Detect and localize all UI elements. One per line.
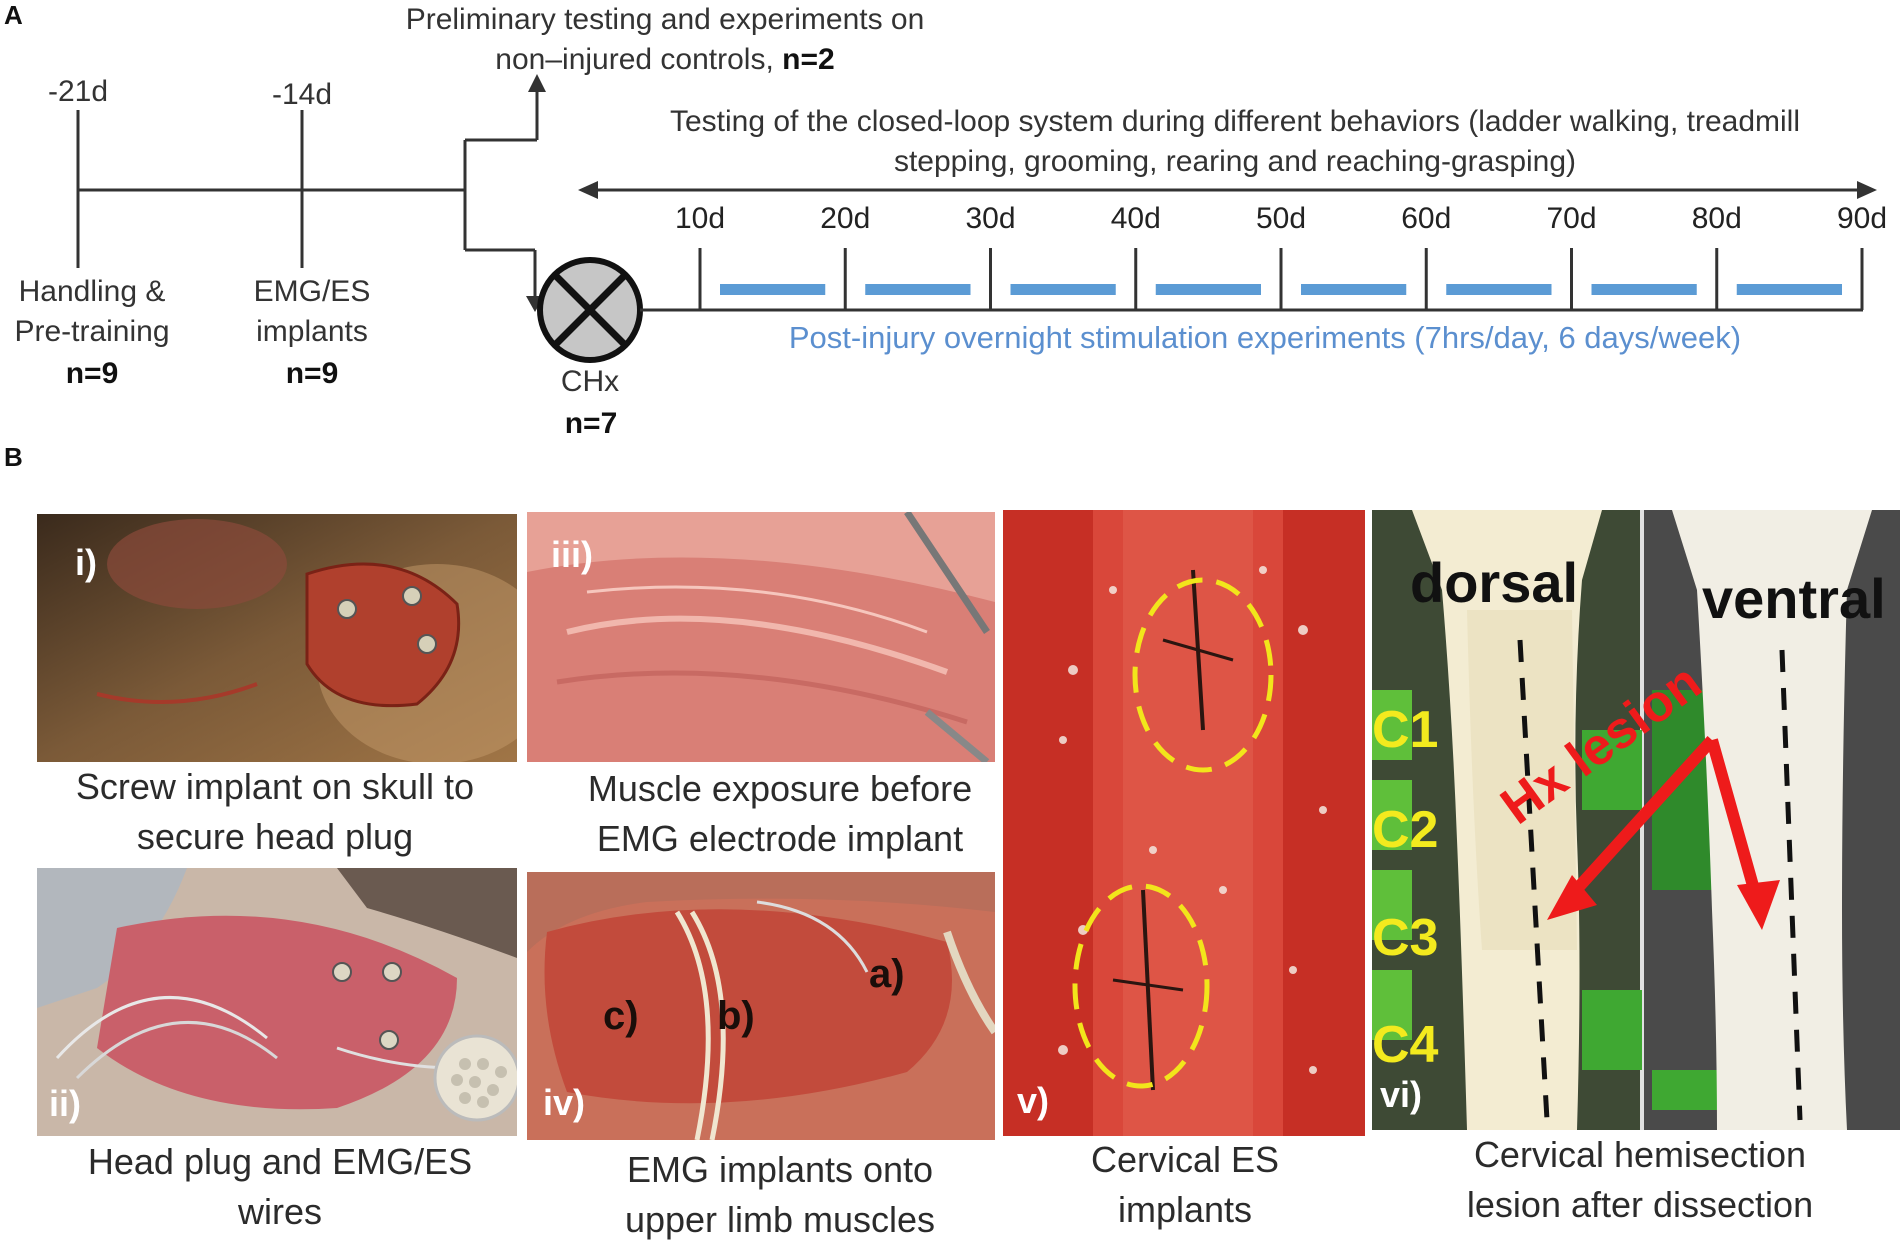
photo-tag-iii: iii) bbox=[551, 534, 593, 575]
stimulation-bar bbox=[1446, 284, 1552, 295]
stimulation-bar bbox=[865, 284, 971, 295]
stimulation-bar bbox=[1591, 284, 1697, 295]
implants-label-line1: EMG/ES bbox=[253, 275, 371, 308]
stimulation-bar bbox=[1010, 284, 1116, 295]
preliminary-line1: Preliminary testing and experiments on bbox=[405, 3, 925, 36]
caption-iv: EMG implants onto upper limb muscles bbox=[624, 1149, 936, 1240]
photo-skull-screws: i) bbox=[37, 514, 517, 762]
photo-tag-iv: iv) bbox=[543, 1082, 586, 1123]
stimulation-label: Post-injury overnight stimulation experi… bbox=[788, 320, 1742, 355]
implants-n: n=9 bbox=[285, 357, 339, 390]
photo-tag-ii: ii) bbox=[49, 1083, 81, 1124]
segment-label-c4: C4 bbox=[1372, 1016, 1439, 1074]
photo-tag-v: v) bbox=[1017, 1080, 1050, 1121]
handling-n: n=9 bbox=[65, 357, 119, 390]
testing-arrow-left-head bbox=[578, 181, 598, 199]
photo-cervical-es: v) bbox=[1003, 510, 1365, 1136]
injury-label: CHx bbox=[560, 365, 620, 398]
caption-vi: Cervical hemisection lesion after dissec… bbox=[1466, 1134, 1814, 1225]
timepoint-day-minus21: -21d bbox=[47, 75, 109, 108]
caption-iii: Muscle exposure before EMG electrode imp… bbox=[587, 768, 973, 859]
day-label: 20d bbox=[820, 202, 870, 235]
caption-i: Screw implant on skull to secure head pl… bbox=[75, 766, 475, 857]
view-label-ventral: ventral bbox=[1702, 567, 1886, 630]
stimulation-bar bbox=[720, 284, 826, 295]
segment-label-c2: C2 bbox=[1372, 801, 1439, 859]
photo-head-plug: ii) bbox=[37, 868, 517, 1136]
photo-emg-implants: iv) a) b) c) bbox=[527, 872, 995, 1140]
preliminary-n: n=2 bbox=[782, 43, 835, 76]
muscle-label-b: b) bbox=[717, 994, 755, 1038]
day-label: 30d bbox=[965, 202, 1015, 235]
timepoint-day-minus14: -14d bbox=[271, 78, 333, 111]
stimulation-bars bbox=[720, 284, 1842, 295]
testing-arrow-right-head bbox=[1857, 181, 1877, 199]
caption-ii: Head plug and EMG/ES wires bbox=[87, 1141, 473, 1232]
day-label: 60d bbox=[1401, 202, 1451, 235]
day-label: 50d bbox=[1256, 202, 1306, 235]
photo-tag-vi: vi) bbox=[1380, 1074, 1423, 1115]
view-label-dorsal: dorsal bbox=[1410, 551, 1579, 614]
stimulation-bar bbox=[1155, 284, 1261, 295]
muscle-label-c: c) bbox=[603, 994, 639, 1038]
stimulation-bar bbox=[1736, 284, 1842, 295]
panel-a-letter: A bbox=[4, 0, 23, 30]
day-label: 90d bbox=[1837, 202, 1887, 235]
segment-label-c3: C3 bbox=[1372, 909, 1439, 967]
segment-label-c1: C1 bbox=[1372, 701, 1439, 759]
photo-muscle-exposure: iii) bbox=[527, 512, 995, 762]
day-label: 70d bbox=[1546, 202, 1596, 235]
day-label: 40d bbox=[1111, 202, 1161, 235]
timeline-diagram: 10d 20d 30d 40d 50d 60d 70d 80d 90d bbox=[76, 74, 1887, 363]
photo-tag-i: i) bbox=[75, 542, 97, 583]
injury-symbol bbox=[537, 257, 643, 363]
testing-line2: stepping, grooming, rearing and reaching… bbox=[893, 145, 1577, 178]
handling-label-line1: Handling & bbox=[18, 275, 166, 308]
day-ticks: 10d 20d 30d 40d 50d 60d 70d 80d 90d bbox=[675, 202, 1887, 310]
day-label: 10d bbox=[675, 202, 725, 235]
day-label: 80d bbox=[1692, 202, 1742, 235]
panel-b-letter: B bbox=[4, 442, 23, 472]
muscle-label-a: a) bbox=[869, 952, 905, 996]
injury-n: n=7 bbox=[564, 407, 618, 440]
photo-hemisection: dorsal ventral C1 C2 C3 C4 Hx lesion vi) bbox=[1372, 510, 1900, 1130]
handling-label-line2: Pre-training bbox=[14, 315, 170, 348]
caption-v: Cervical ES implants bbox=[1090, 1139, 1280, 1230]
branch-top-arrowhead bbox=[528, 74, 546, 92]
testing-line1: Testing of the closed-loop system during… bbox=[669, 105, 1801, 138]
stimulation-bar bbox=[1301, 284, 1407, 295]
implants-label-line2: implants bbox=[256, 315, 368, 348]
preliminary-line2: non–injured controls, n=2 bbox=[495, 43, 835, 76]
